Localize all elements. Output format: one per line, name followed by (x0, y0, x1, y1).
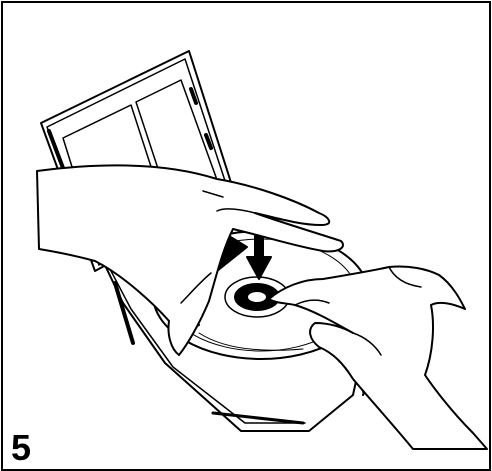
disc-insertion-illustration (3, 3, 489, 469)
step-number: 5 (11, 430, 31, 466)
